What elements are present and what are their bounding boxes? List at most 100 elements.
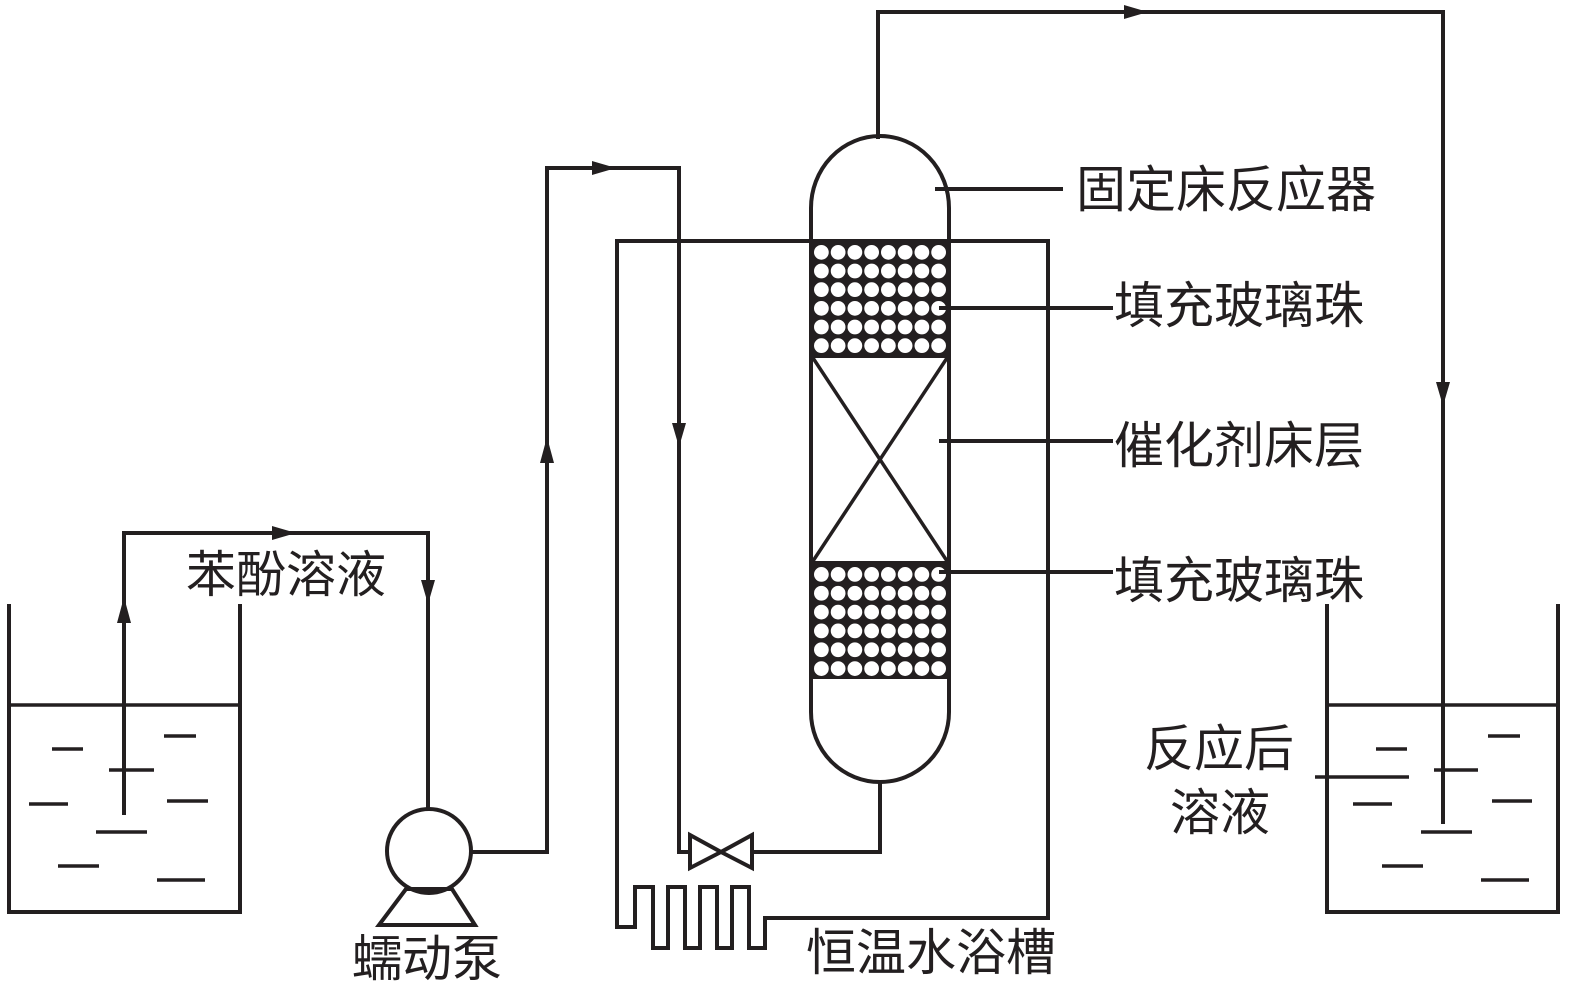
glass-bead <box>897 263 913 279</box>
glass-bead <box>847 567 863 582</box>
glass-bead <box>881 567 896 582</box>
glass-bead <box>864 338 879 354</box>
arrow-right-icon <box>272 526 296 540</box>
glass-bead <box>830 642 846 658</box>
glass-bead <box>830 300 846 316</box>
glass-bead <box>830 585 846 601</box>
glass-bead <box>830 338 846 354</box>
glass-bead <box>914 567 930 582</box>
glass-bead <box>864 282 879 298</box>
glass-bead <box>814 319 829 335</box>
glass-bead <box>830 623 846 639</box>
glass-bead <box>881 642 896 658</box>
packing-top-fill <box>811 241 949 356</box>
glass-bead <box>814 282 829 298</box>
pump-base <box>375 887 479 927</box>
glass-bead <box>847 642 863 658</box>
reactor-vessel <box>809 134 951 784</box>
glass-bead <box>830 319 846 335</box>
glass-bead <box>881 282 896 298</box>
glass-bead <box>814 338 829 354</box>
glass-bead <box>914 263 930 279</box>
glass-bead <box>914 585 930 601</box>
product-tank <box>1315 604 1560 914</box>
fixed-bed-reactor <box>809 134 951 784</box>
glass-bead <box>830 244 846 260</box>
pump-label: 蠕动泵 <box>352 930 502 988</box>
packing-bottom-label: 填充玻璃珠 <box>1114 552 1364 610</box>
glass-bead <box>814 585 829 601</box>
glass-bead <box>914 604 930 620</box>
glass-bead <box>814 604 829 620</box>
glass-bead <box>914 244 930 260</box>
product-label-line2: 溶液 <box>1170 784 1270 842</box>
glass-bead <box>897 567 913 582</box>
glass-bead <box>881 338 896 354</box>
glass-bead <box>881 604 896 620</box>
glass-bead <box>931 338 946 354</box>
arrow-down-icon <box>1436 382 1450 406</box>
glass-bead <box>897 244 913 260</box>
glass-bead <box>881 623 896 639</box>
product-tank-wall <box>1325 604 1560 914</box>
feed-tank-wall <box>7 604 242 914</box>
glass-bead <box>847 263 863 279</box>
heating-coil <box>615 885 767 950</box>
catalyst-bed-label: 催化剂床层 <box>1114 417 1364 475</box>
glass-bead <box>897 319 913 335</box>
glass-bead <box>897 282 913 298</box>
valve <box>688 831 754 872</box>
glass-bead <box>897 642 913 658</box>
reactor-outlet-line <box>876 5 1450 824</box>
feed-tank-liquid-marks <box>29 734 208 882</box>
glass-bead <box>847 244 863 260</box>
glass-bead <box>847 604 863 620</box>
glass-bead <box>847 319 863 335</box>
glass-bead <box>881 263 896 279</box>
glass-bead <box>881 319 896 335</box>
glass-bead <box>897 604 913 620</box>
glass-bead <box>931 244 946 260</box>
peristaltic-pump <box>375 807 479 927</box>
feed-solution-label: 苯酚溶液 <box>186 546 386 604</box>
glass-bead <box>931 300 946 316</box>
glass-bead <box>914 338 930 354</box>
glass-bead <box>830 661 846 676</box>
glass-bead <box>847 623 863 639</box>
glass-bead <box>864 567 879 582</box>
packing-top-label: 填充玻璃珠 <box>1114 277 1364 335</box>
pump-body <box>385 807 473 895</box>
glass-bead <box>931 623 946 639</box>
glass-bead <box>814 244 829 260</box>
product-label-line1: 反应后 <box>1144 720 1294 778</box>
glass-bead <box>830 567 846 582</box>
glass-bead <box>931 604 946 620</box>
glass-bead <box>847 300 863 316</box>
glass-bead <box>881 585 896 601</box>
pump-outlet-line <box>469 161 692 854</box>
glass-bead <box>931 661 946 676</box>
glass-bead <box>864 661 879 676</box>
glass-bead <box>864 642 879 658</box>
glass-bead <box>931 282 946 298</box>
glass-bead <box>814 300 829 316</box>
glass-bead <box>881 244 896 260</box>
catalyst-bed-cross <box>811 357 949 562</box>
glass-bead <box>931 642 946 658</box>
glass-bead <box>931 585 946 601</box>
glass-bead <box>847 585 863 601</box>
glass-bead <box>897 623 913 639</box>
glass-bead <box>931 567 946 582</box>
glass-bead <box>864 263 879 279</box>
valve-right-icon <box>716 831 754 872</box>
glass-beads-bottom <box>814 567 946 676</box>
glass-bead <box>897 338 913 354</box>
glass-bead <box>830 604 846 620</box>
glass-bead <box>931 263 946 279</box>
arrow-down-icon <box>421 580 435 604</box>
glass-bead <box>830 282 846 298</box>
glass-bead <box>814 567 829 582</box>
glass-bead <box>897 661 913 676</box>
glass-beads-top <box>814 244 946 354</box>
